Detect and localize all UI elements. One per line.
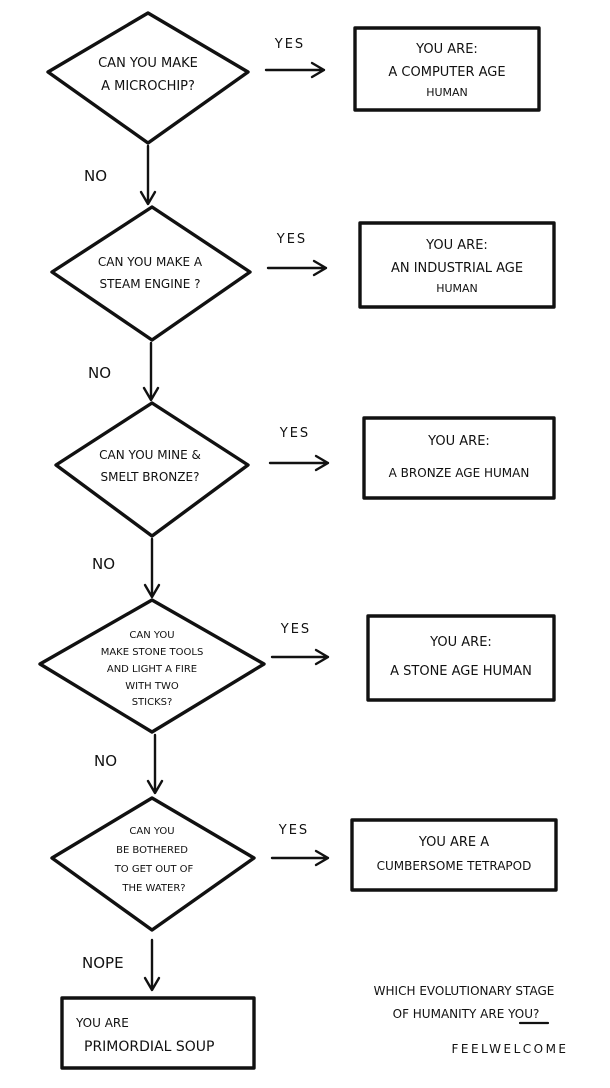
yes-arrow-3: YES [268, 426, 330, 472]
question-2: CAN YOU MAKE A STEAM ENGINE ? [50, 205, 252, 342]
result-1-line-3: HUMAN [426, 86, 468, 99]
yes-arrow-2: YES [266, 232, 328, 277]
decision-diamond-5 [50, 796, 256, 932]
result-2-line-2: AN INDUSTRIAL AGE [391, 261, 523, 276]
nope-arrow: NOPE [82, 938, 161, 992]
nope-label: NOPE [82, 954, 124, 972]
question-4-line-4: WITH TWO [125, 681, 179, 692]
decision-diamond-2 [50, 205, 252, 342]
question-2-line-2: STEAM ENGINE ? [99, 277, 200, 291]
signature: FEELWELCOME [451, 1042, 568, 1056]
question-1-line-2: A MICROCHIP? [101, 79, 195, 94]
no-label-3: NO [92, 555, 115, 573]
caption-line-2-prefix: OF HUMANITY ARE [393, 1007, 508, 1021]
result-1-line-1: YOU ARE: [415, 42, 478, 57]
final-result-line-2: PRIMORDIAL SOUP [84, 1039, 214, 1055]
no-arrow-1: NO [84, 144, 157, 206]
no-label-1: NO [84, 167, 107, 185]
caption-line-2: OF HUMANITY ARE YOU? [393, 1007, 540, 1021]
question-4-line-5: STICKS? [132, 697, 173, 708]
caption-emphasis-you: YOU [507, 1007, 533, 1021]
no-arrow-2: NO [88, 341, 160, 402]
result-1-line-2: A COMPUTER AGE [388, 65, 505, 80]
question-5-line-3: TO GET OUT OF [114, 864, 194, 875]
question-4-line-3: AND LIGHT A FIRE [107, 664, 197, 675]
question-4: CAN YOU MAKE STONE TOOLS AND LIGHT A FIR… [38, 598, 266, 734]
question-4-line-1: CAN YOU [129, 630, 174, 641]
final-result-line-1: YOU ARE [75, 1016, 129, 1030]
result-3-line-1: YOU ARE: [427, 434, 490, 449]
result-2-line-1: YOU ARE: [425, 238, 488, 253]
question-5: CAN YOU BE BOTHERED TO GET OUT OF THE WA… [50, 796, 256, 932]
no-arrow-3: NO [92, 537, 161, 599]
question-3-line-2: SMELT BRONZE? [101, 470, 200, 484]
result-box-4: YOU ARE: A STONE AGE HUMAN [366, 614, 556, 702]
yes-arrow-5: YES [270, 823, 330, 867]
yes-label-2: YES [276, 232, 307, 247]
result-3-line-2: A BRONZE AGE HUMAN [389, 466, 530, 480]
result-box-1: YOU ARE: A COMPUTER AGE HUMAN [353, 26, 541, 112]
no-label-4: NO [94, 752, 117, 770]
decision-diamond-1 [46, 11, 250, 145]
question-5-line-4: THE WATER? [121, 883, 185, 894]
result-5-line-1: YOU ARE A [418, 835, 489, 850]
question-3: CAN YOU MINE & SMELT BRONZE? [54, 401, 250, 538]
result-box-3: YOU ARE: A BRONZE AGE HUMAN [362, 416, 556, 500]
question-1: CAN YOU MAKE A MICROCHIP? [46, 11, 250, 145]
caption-line-1: WHICH EVOLUTIONARY STAGE [374, 984, 555, 998]
question-5-line-1: CAN YOU [129, 826, 174, 837]
yes-label-4: YES [280, 622, 311, 637]
no-arrow-4: NO [94, 733, 164, 795]
result-4-line-1: YOU ARE: [429, 635, 492, 650]
yes-arrow-1: YES [264, 37, 326, 79]
yes-arrow-4: YES [270, 622, 330, 666]
question-2-line-1: CAN YOU MAKE A [98, 255, 203, 269]
caption-line-2-suffix: ? [533, 1007, 539, 1021]
yes-label-1: YES [274, 37, 305, 52]
question-5-line-2: BE BOTHERED [116, 845, 188, 856]
yes-label-3: YES [279, 426, 310, 441]
final-result-box: YOU ARE PRIMORDIAL SOUP [60, 996, 256, 1070]
result-4-line-2: A STONE AGE HUMAN [390, 664, 532, 679]
question-1-line-1: CAN YOU MAKE [98, 56, 198, 71]
decision-diamond-4 [38, 598, 266, 734]
question-3-line-1: CAN YOU MINE & [99, 448, 201, 462]
no-label-2: NO [88, 364, 111, 382]
result-box-2: YOU ARE: AN INDUSTRIAL AGE HUMAN [358, 221, 556, 309]
decision-diamond-3 [54, 401, 250, 538]
yes-label-5: YES [278, 823, 309, 838]
result-5-line-2: CUMBERSOME TETRAPOD [377, 859, 532, 873]
question-4-line-2: MAKE STONE TOOLS [101, 647, 204, 658]
caption: WHICH EVOLUTIONARY STAGE OF HUMANITY ARE… [374, 984, 568, 1056]
result-box-5: YOU ARE A CUMBERSOME TETRAPOD [350, 818, 558, 892]
result-2-line-3: HUMAN [436, 282, 478, 295]
